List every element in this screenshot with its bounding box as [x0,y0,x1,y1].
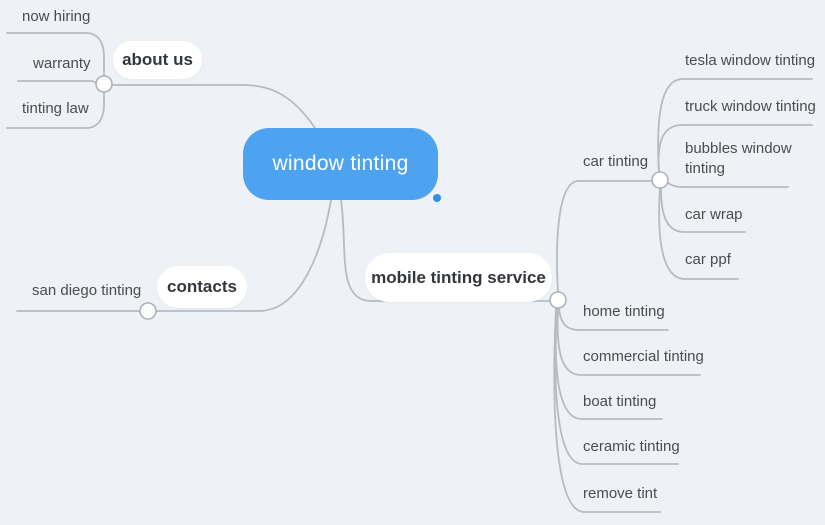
subtopic-truck-window-tinting[interactable]: truck window tinting [685,98,816,115]
subtopic-tinting-law[interactable]: tinting law [22,100,89,117]
subtopic-warranty[interactable]: warranty [33,55,91,72]
edge-bubbles-window-tinting [667,182,789,188]
topic-mobile-tinting-service[interactable]: mobile tinting service [365,253,552,302]
topic-contacts[interactable]: contacts [157,266,247,308]
collapse-handle-about-us[interactable] [95,75,113,93]
edge-root-mobile [340,199,551,302]
edge-car-tinting [556,180,653,293]
collapse-handle-car-tinting[interactable] [651,171,669,189]
collapse-handle-contacts[interactable] [139,302,157,320]
subtopic-boat-tinting[interactable]: boat tinting [583,393,657,410]
edge-car-ppf [658,187,739,280]
subtopic-commercial-tinting[interactable]: commercial tinting [583,348,704,365]
subtopic-tesla-window-tinting[interactable]: tesla window tinting [685,52,816,69]
edge-now-hiring [6,32,105,77]
subtopic-bubbles-window-tinting[interactable]: bubbles window tinting [685,140,792,178]
subtopic-ceramic-tinting[interactable]: ceramic tinting [583,438,680,455]
topic-about-us[interactable]: about us [113,41,202,79]
subtopic-car-tinting[interactable]: car tinting [583,153,649,170]
subtopic-remove-tint[interactable]: remove tint [583,485,658,502]
central-topic[interactable]: window tinting [243,128,438,200]
edge-home-tinting [558,307,669,331]
subtopic-san-diego-tinting[interactable]: san diego tinting [32,282,142,299]
edge-tinting-law [6,91,105,129]
edge-car-wrap [660,187,746,233]
subtopic-car-wrap[interactable]: car wrap [685,206,743,223]
subtopic-now-hiring[interactable]: now hiring [22,8,91,25]
subtopic-car-ppf[interactable]: car ppf [685,251,731,268]
edge-commercial-tinting [556,307,701,376]
edge-warranty [17,80,97,84]
edge-truck-window-tinting [657,124,813,173]
edge-root-about-us [111,84,316,129]
node-handle-dot[interactable] [433,194,441,202]
subtopic-home-tinting[interactable]: home tinting [583,303,665,320]
edge-remove-tint [553,307,661,513]
edge-root-contacts [155,199,332,312]
collapse-handle-mobile[interactable] [549,291,567,309]
